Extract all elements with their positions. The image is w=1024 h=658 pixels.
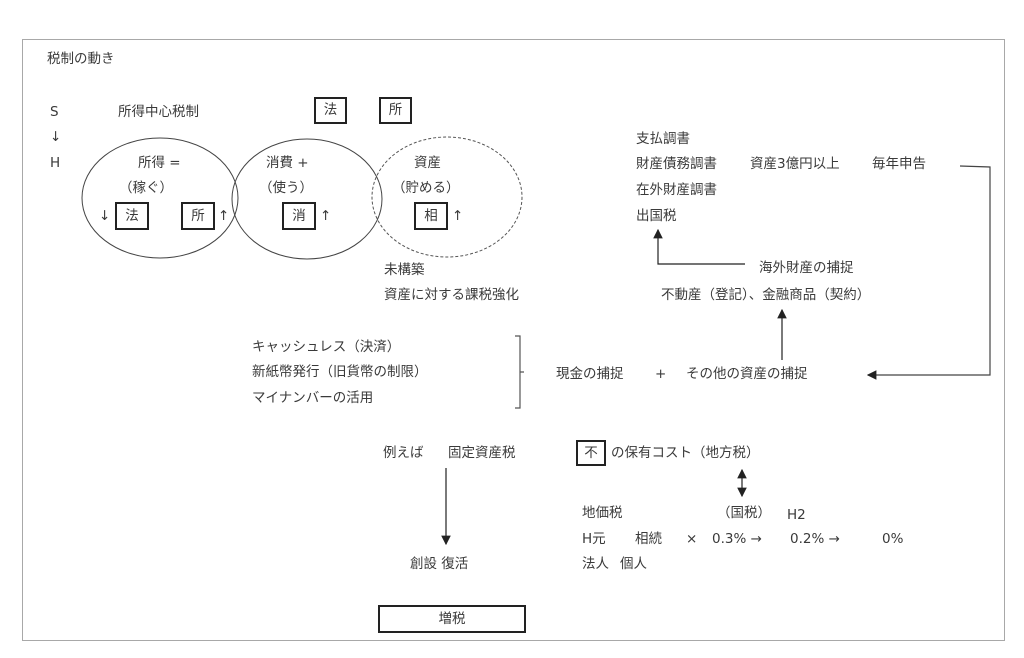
inheritance-label: 相続 <box>635 531 662 547</box>
national-tax-label: （国税） <box>717 505 771 521</box>
new-banknote-item: 新紙幣発行（旧貨幣の制限） <box>252 364 428 380</box>
holding-cost-label: の保有コスト（地方税） <box>611 445 760 461</box>
h2-label: H2 <box>787 507 806 523</box>
times-label: × <box>686 531 698 547</box>
axis-start: S <box>50 104 59 120</box>
asset-debt-report: 財産債務調書 <box>636 156 717 172</box>
asset-label: 資産 <box>414 155 441 171</box>
overseas-asset-report: 在外財産調書 <box>636 182 717 198</box>
cash-capture-label: 現金の捕捉 <box>556 366 624 382</box>
payment-report: 支払調書 <box>636 131 690 147</box>
other-asset-capture-label: その他の資産の捕捉 <box>686 366 808 382</box>
consumption-tax-box: 消 <box>282 202 316 230</box>
individual-label: 個人 <box>620 556 647 572</box>
use-label: （使う） <box>259 180 313 196</box>
asset-tax-strengthen-note: 資産に対する課税強化 <box>384 287 519 303</box>
annual-filing: 毎年申告 <box>872 156 926 172</box>
real-estate-box: 不 <box>576 440 606 466</box>
diagram-title: 税制の動き <box>47 51 115 67</box>
rate-0: 0% <box>882 531 904 547</box>
example-label: 例えば <box>383 445 424 461</box>
income-centered-tax: 所得中心税制 <box>118 104 199 120</box>
income-tax-box: 所 <box>379 97 412 124</box>
up-arrow-glyph: ↑ <box>452 208 464 224</box>
corporation-label: 法人 <box>582 556 609 572</box>
income-box: 所 <box>181 202 215 230</box>
not-built-note: 未構築 <box>384 262 425 278</box>
cashless-item: キャッシュレス（決済） <box>252 339 401 355</box>
tax-increase-box: 増税 <box>378 605 526 633</box>
diagram-frame <box>22 39 1005 641</box>
axis-end: H <box>50 155 61 171</box>
asset-threshold: 資産3億円以上 <box>750 156 840 172</box>
rate-0-2: 0.2% → <box>790 531 840 547</box>
axis-arrow: ↓ <box>50 129 62 145</box>
fixed-asset-tax-label: 固定資産税 <box>448 445 516 461</box>
overseas-capture-label: 海外財産の捕捉 <box>759 260 854 276</box>
capture-plus: + <box>655 366 667 382</box>
income-label: 所得 = <box>138 155 181 171</box>
consumption-label: 消費 + <box>266 155 309 171</box>
inheritance-tax-box: 相 <box>414 202 448 230</box>
up-arrow-glyph: ↑ <box>218 208 230 224</box>
down-arrow-glyph: ↓ <box>99 208 111 224</box>
h-gan-label: H元 <box>582 531 606 547</box>
rate-0-3: 0.3% → <box>712 531 762 547</box>
save-label: （貯める） <box>392 180 460 196</box>
earn-label: （稼ぐ） <box>119 180 173 196</box>
corporate-tax-box: 法 <box>314 97 347 124</box>
corporate-box: 法 <box>115 202 149 230</box>
real-estate-finance-label: 不動産（登記）、金融商品（契約） <box>661 287 871 303</box>
create-revive-label: 創設 復活 <box>410 556 469 572</box>
exit-tax: 出国税 <box>636 208 677 224</box>
land-value-tax-label: 地価税 <box>582 505 623 521</box>
mynumber-item: マイナンバーの活用 <box>252 390 374 406</box>
up-arrow-glyph: ↑ <box>320 208 332 224</box>
